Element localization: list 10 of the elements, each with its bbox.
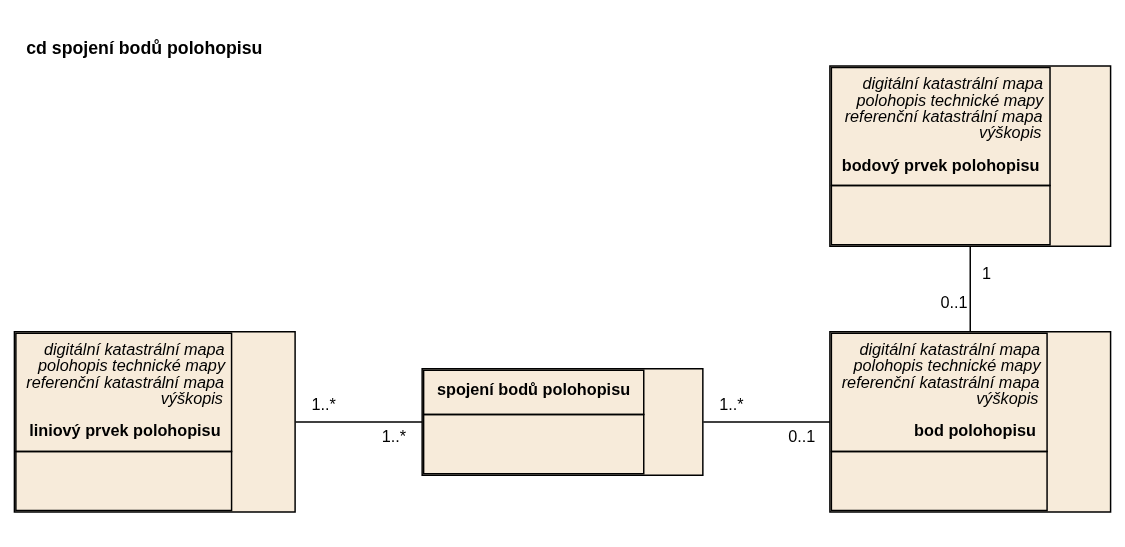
label: 1..* xyxy=(381,427,407,446)
label: 0..1 xyxy=(788,427,816,446)
diagram-title: cd spojení bodů polohopisu xyxy=(26,37,263,58)
connector xyxy=(702,421,831,423)
label: 1..* xyxy=(311,394,336,413)
label: 0..1 xyxy=(940,292,968,311)
connector xyxy=(294,421,423,423)
label: 1..* xyxy=(719,394,744,413)
label: 1 xyxy=(981,263,992,282)
connector xyxy=(969,245,971,333)
